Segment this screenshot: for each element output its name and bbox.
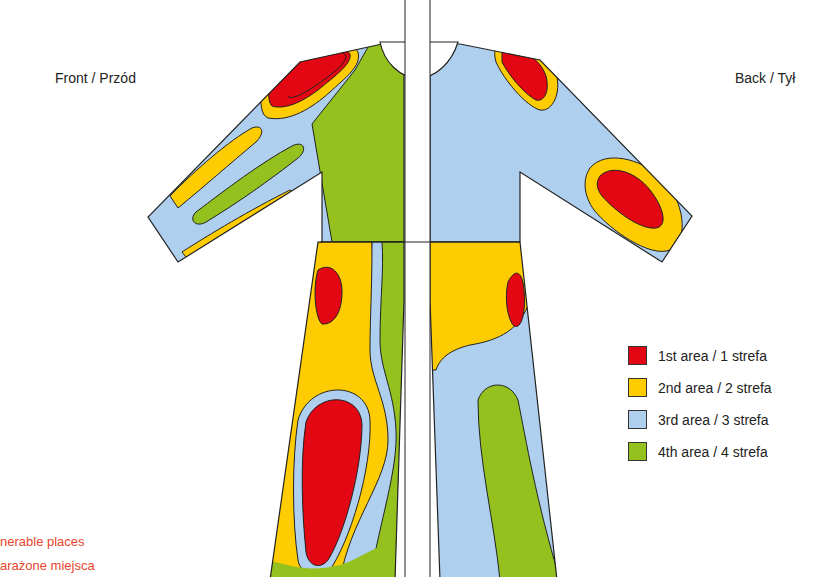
legend-label: 1st area / 1 strefa <box>658 348 767 364</box>
legend-swatch <box>628 442 647 461</box>
legend-swatch <box>628 378 647 397</box>
callout-note: arażone miejsca <box>0 558 95 573</box>
legend-entry: 3rd area / 3 strefa <box>628 410 769 429</box>
view-label: Back / Tył <box>735 70 795 86</box>
view-label: Front / Przód <box>55 70 136 86</box>
legend-entry: 2nd area / 2 strefa <box>628 378 772 397</box>
legend-entry: 1st area / 1 strefa <box>628 346 767 365</box>
legend-swatch <box>628 346 647 365</box>
legend-swatch <box>628 410 647 429</box>
callout-note: nerable places <box>0 534 85 549</box>
legend-label: 3rd area / 3 strefa <box>658 412 769 428</box>
legend-entry: 4th area / 4 strefa <box>628 442 768 461</box>
legend-label: 2nd area / 2 strefa <box>658 380 772 396</box>
legend-label: 4th area / 4 strefa <box>658 444 768 460</box>
